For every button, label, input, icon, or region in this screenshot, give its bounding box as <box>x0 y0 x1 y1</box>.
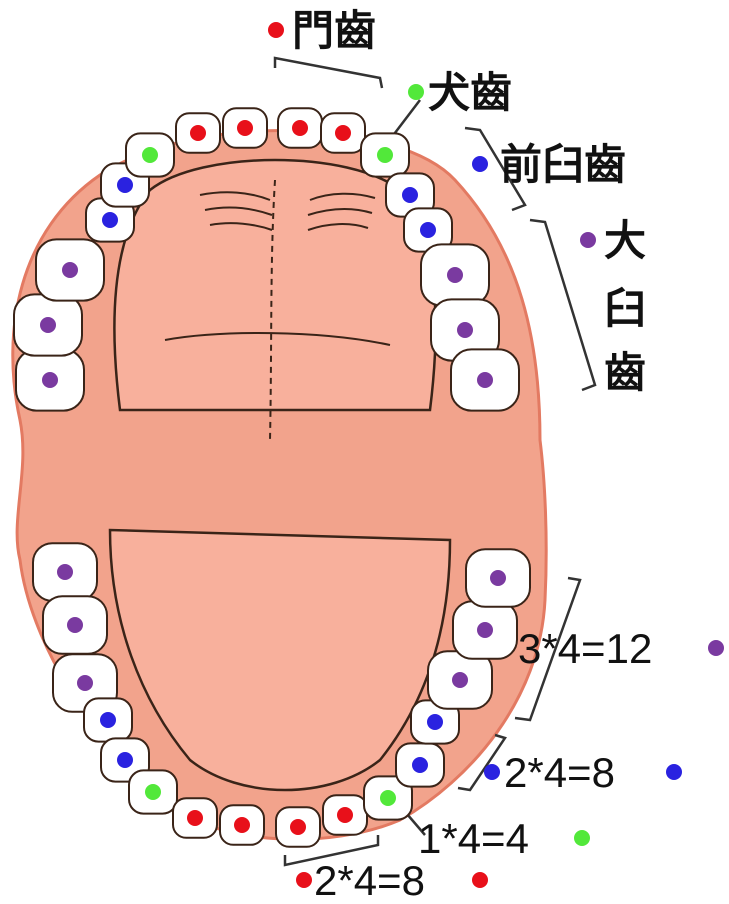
upper-molar-tooth <box>36 239 104 300</box>
incisor-marker-dot <box>190 125 206 141</box>
molar-marker-dot <box>57 564 73 580</box>
canine-marker-dot <box>377 147 393 163</box>
lower-incisor-tooth <box>276 807 320 847</box>
lower-molar-tooth <box>33 543 97 601</box>
molar-marker-dot <box>77 675 93 691</box>
lower-incisor-tooth <box>173 798 217 838</box>
premolar-marker-dot <box>427 714 443 730</box>
premolar-marker-dot <box>117 752 133 768</box>
canine-count: 1*4=4 <box>418 818 529 860</box>
incisor-marker-dot <box>335 125 351 141</box>
upper-canine-tooth <box>126 133 174 176</box>
lower-premolar-tooth <box>396 743 444 786</box>
molar-label-2: 臼 <box>604 288 646 330</box>
molar-marker-dot <box>447 267 463 283</box>
molar-marker-dot <box>40 317 56 333</box>
molar-label-1: 大 <box>604 220 646 262</box>
premolar-marker-dot <box>102 212 118 228</box>
canine-marker-dot <box>142 147 158 163</box>
incisor-count: 2*4=8 <box>314 860 425 902</box>
lower-incisor-tooth <box>323 795 367 835</box>
lower-premolar-tooth <box>84 698 132 741</box>
molar-marker-dot <box>457 322 473 338</box>
incisor-marker-dot <box>187 810 203 826</box>
molar-marker-dot <box>477 372 493 388</box>
upper-molar-tooth <box>451 349 519 410</box>
lower-molar-tooth <box>466 549 530 607</box>
premolar-count-dot-left <box>484 764 500 780</box>
incisor-bracket-top <box>275 58 382 88</box>
premolar-marker-dot <box>420 222 436 238</box>
canine-marker-dot <box>380 790 396 806</box>
incisor-dot <box>268 22 284 38</box>
canine-count-dot <box>574 830 590 846</box>
molar-marker-dot <box>42 372 58 388</box>
premolar-count: 2*4=8 <box>504 752 615 794</box>
canine-label: 犬齒 <box>428 72 512 114</box>
premolar-marker-dot <box>117 177 133 193</box>
incisor-marker-dot <box>337 807 353 823</box>
incisor-count-dot-right <box>472 872 488 888</box>
molar-marker-dot <box>490 570 506 586</box>
molar-label-3: 齒 <box>604 352 646 394</box>
molar-marker-dot <box>67 617 83 633</box>
upper-incisor-tooth <box>321 113 365 153</box>
molar-marker-dot <box>477 622 493 638</box>
upper-molar-tooth <box>16 349 84 410</box>
premolar-marker-dot <box>100 712 116 728</box>
lower-incisor-tooth <box>220 805 264 845</box>
upper-incisor-tooth <box>223 108 267 148</box>
canine-dot <box>408 84 424 100</box>
incisor-count-dot-left <box>296 872 312 888</box>
canine-marker-dot <box>145 784 161 800</box>
upper-incisor-tooth <box>176 113 220 153</box>
lower-canine-tooth <box>129 770 177 813</box>
molar-count: 3*4=12 <box>518 628 652 670</box>
premolar-marker-dot <box>402 187 418 203</box>
upper-incisor-tooth <box>278 108 322 148</box>
molar-marker-dot <box>62 262 78 278</box>
lower-molar-tooth <box>428 651 492 709</box>
lower-molar-tooth <box>43 596 107 654</box>
premolar-dot <box>472 156 488 172</box>
incisor-marker-dot <box>234 817 250 833</box>
incisor-marker-dot <box>290 819 306 835</box>
upper-molar-tooth <box>14 294 82 355</box>
upper-molar-tooth <box>421 244 489 305</box>
lower-molar-tooth <box>453 601 517 659</box>
molar-marker-dot <box>452 672 468 688</box>
incisor-marker-dot <box>292 120 308 136</box>
premolar-count-dot-right <box>666 764 682 780</box>
molar-count-dot <box>708 640 724 656</box>
incisor-label: 門齒 <box>292 10 376 52</box>
premolar-marker-dot <box>412 757 428 773</box>
upper-canine-tooth <box>361 133 409 176</box>
molar-dot <box>580 232 596 248</box>
premolar-label: 前臼齒 <box>500 144 626 186</box>
incisor-marker-dot <box>237 120 253 136</box>
